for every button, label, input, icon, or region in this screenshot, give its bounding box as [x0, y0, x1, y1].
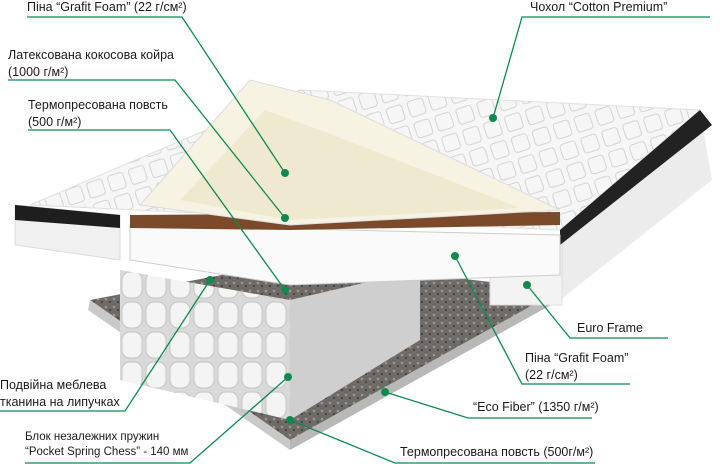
label-line: Латексована кокосова койра — [8, 48, 174, 62]
mattress-body — [14, 79, 712, 306]
label-line: тканина на липучках — [0, 395, 120, 409]
label-line: Термопресована повсть — [28, 98, 168, 112]
label-line: Блок незалежних пружин — [25, 431, 160, 443]
label-felt-bottom: Термопресована повсть (500г/м²) — [400, 445, 594, 459]
label-coconut-coir: Латексована кокосова койра (1000 г/м²) — [8, 47, 174, 81]
label-cover: Чохол “Cotton Premium” — [530, 0, 668, 14]
label-line: (1000 г/м²) — [8, 65, 69, 79]
label-line: (500 г/м²) — [28, 115, 82, 129]
label-felt-top: Термопресована повсть (500 г/м²) — [28, 97, 168, 131]
label-double-fabric: Подвійна меблева тканина на липучках — [0, 377, 120, 411]
marker-dots — [206, 114, 531, 424]
label-line: “Pocket Spring Chess” - 140 мм — [25, 446, 189, 458]
label-line: (22 г/см²) — [525, 368, 578, 382]
label-line: Піна “Grafit Foam” — [525, 351, 629, 365]
label-grafit-foam-top: Піна “Grafit Foam” (22 г/см²) — [27, 0, 187, 14]
label-euro-frame: Euro Frame — [577, 321, 643, 335]
label-spring-block: Блок незалежних пружин “Pocket Spring Ch… — [25, 430, 188, 460]
label-grafit-foam-side: Піна “Grafit Foam” (22 г/см²) — [525, 350, 628, 384]
spring-block — [120, 270, 420, 420]
label-eco-fiber: “Eco Fiber” (1350 г/м²) — [473, 400, 599, 414]
leader-lines — [0, 16, 710, 464]
label-line: Подвійна меблева — [0, 378, 107, 392]
